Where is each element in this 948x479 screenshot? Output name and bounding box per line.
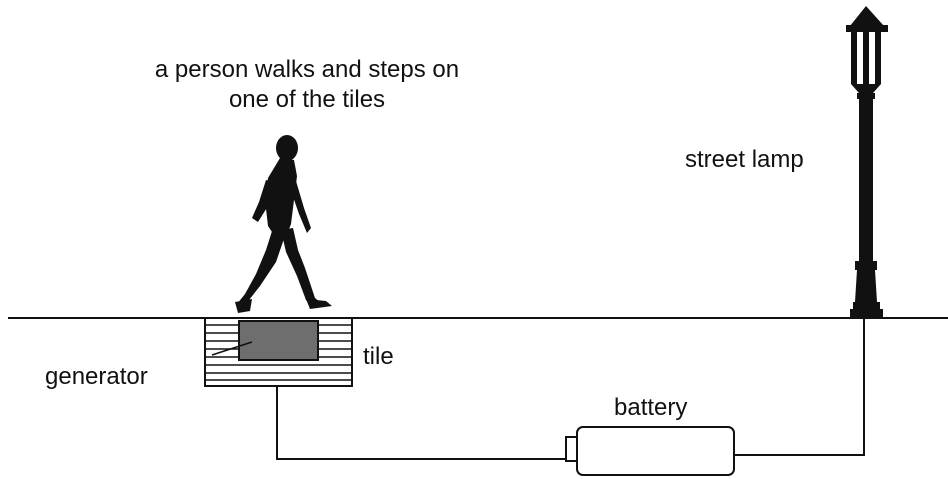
wire-battery-to-lamp [733, 318, 865, 456]
tile-label: tile [363, 343, 394, 370]
generator-leader-line [211, 341, 253, 356]
battery-icon [565, 426, 735, 476]
walking-person-icon [235, 135, 332, 313]
caption-line-1: a person walks and steps on [154, 56, 460, 83]
street-lamp-label: street lamp [685, 146, 804, 173]
caption-line-2: one of the tiles [228, 86, 386, 113]
tile [238, 320, 319, 361]
battery-label: battery [614, 394, 688, 421]
street-lamp-icon [846, 6, 888, 318]
generator-label: generator [45, 363, 148, 390]
wire-generator-to-battery [276, 386, 568, 460]
caption: a person walks and steps on one of the t… [112, 55, 502, 115]
